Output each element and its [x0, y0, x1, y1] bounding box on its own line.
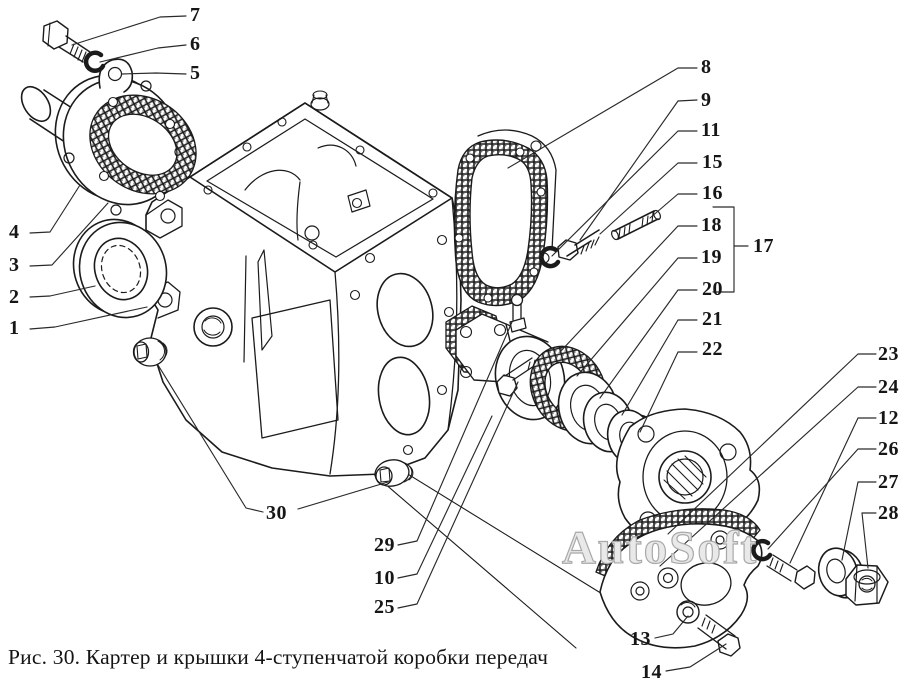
- callout-25: 25: [374, 596, 395, 618]
- fastener-cluster-drawing: [539, 209, 661, 269]
- watermark: AutoSoft: [561, 521, 759, 574]
- callout-15: 15: [702, 151, 723, 173]
- callout-24: 24: [878, 376, 899, 398]
- callout-9: 9: [701, 89, 712, 111]
- callout-14: 14: [641, 661, 662, 683]
- side-gasket-drawing: [453, 129, 557, 307]
- callout-28: 28: [878, 502, 899, 524]
- washer-6-drawing: [83, 50, 106, 73]
- callout-26: 26: [878, 438, 899, 460]
- figure-caption: Рис. 30. Картер и крышки 4-ступенчатой к…: [8, 645, 549, 669]
- callout-11: 11: [701, 119, 721, 141]
- callout-10: 10: [374, 567, 395, 589]
- callout-7: 7: [190, 4, 201, 26]
- leader-lines: [29, 15, 877, 672]
- bottom-cover-drawing: [595, 508, 763, 657]
- callout-30: 30: [266, 502, 287, 524]
- callout-27: 27: [878, 471, 899, 493]
- callout-20: 20: [702, 278, 723, 300]
- callout-6: 6: [190, 33, 201, 55]
- callout-13: 13: [630, 628, 651, 650]
- callout-17: 17: [753, 235, 774, 257]
- callout-1: 1: [9, 317, 20, 339]
- callout-8: 8: [701, 56, 712, 78]
- callout-3: 3: [9, 254, 20, 276]
- callout-4: 4: [9, 221, 20, 243]
- callout-21: 21: [702, 308, 723, 330]
- callout-16: 16: [702, 182, 723, 204]
- callout-12: 12: [878, 407, 899, 429]
- front-cover-drawing: [20, 58, 197, 216]
- grease-nipple-drawing: [509, 293, 527, 333]
- callout-18: 18: [701, 214, 722, 236]
- callout-23: 23: [878, 343, 899, 365]
- right-fasteners-drawing: [751, 538, 889, 606]
- seal-ring-drawing: [72, 218, 168, 319]
- bolt-7-drawing: [42, 20, 91, 63]
- callout-5: 5: [190, 62, 201, 84]
- drain-plug-left: [132, 337, 168, 367]
- callout-19: 19: [701, 246, 722, 268]
- nut-28-drawing: [845, 564, 889, 606]
- callout-29: 29: [374, 534, 395, 556]
- callout-22: 22: [702, 338, 723, 360]
- callout-2: 2: [9, 286, 20, 308]
- drain-plug-bottom: [374, 459, 414, 487]
